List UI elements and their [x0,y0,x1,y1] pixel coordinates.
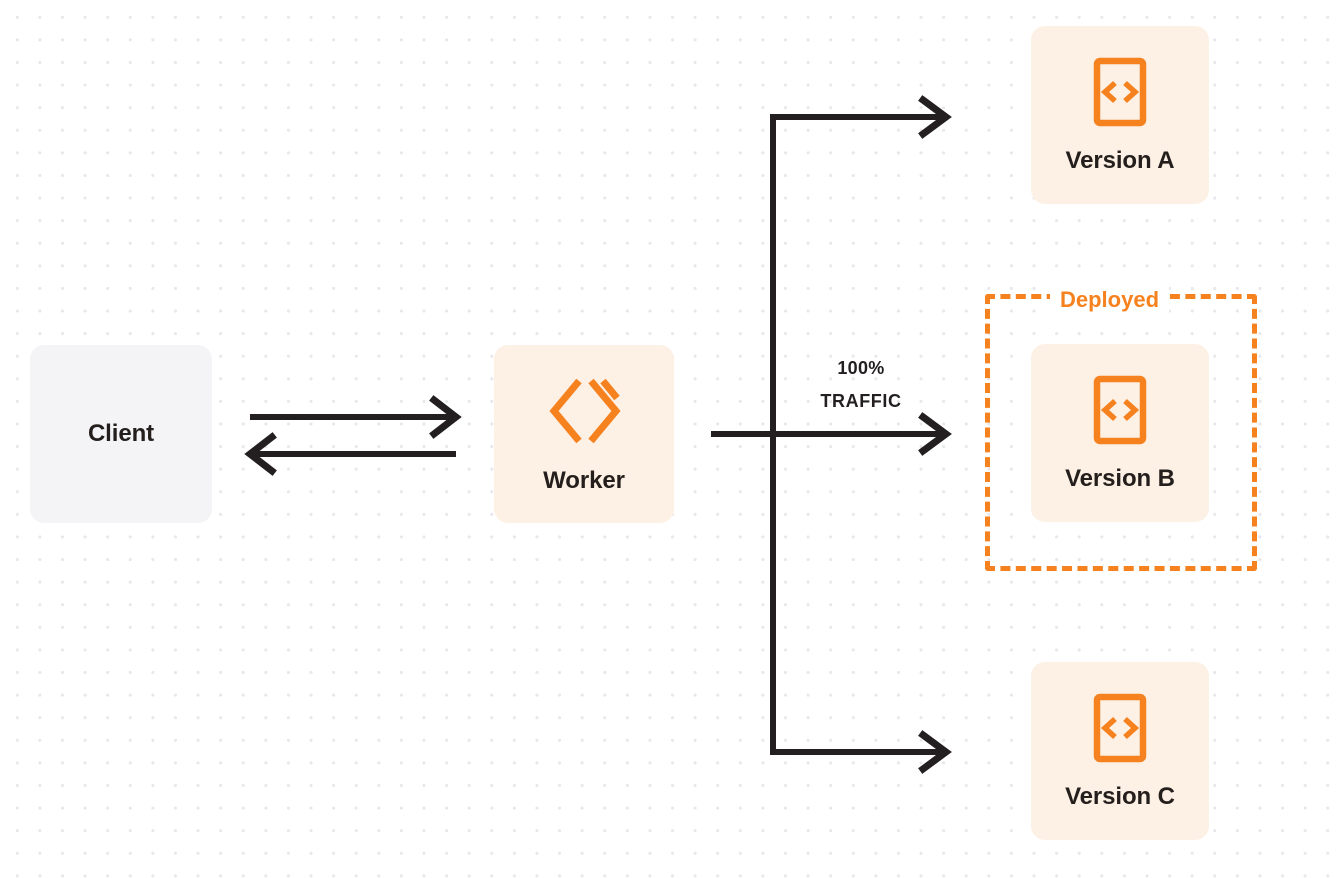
node-client-label: Client [87,420,155,447]
node-version-a-label: Version A [1065,147,1175,174]
node-worker[interactable]: Worker [494,345,674,523]
node-client[interactable]: Client [30,345,212,523]
traffic-annotation: 100% TRAFFIC [796,352,926,418]
edge-client-to-worker [250,395,462,439]
node-version-c[interactable]: Version C [1031,662,1209,840]
edge-worker-to-version-c [770,730,952,774]
code-file-icon [1093,375,1147,445]
node-worker-label: Worker [543,467,625,494]
node-version-b-label: Version B [1065,465,1175,492]
node-version-b[interactable]: Version B [1031,344,1209,522]
traffic-percent: 100% [837,358,885,378]
node-version-a[interactable]: Version A [1031,26,1209,204]
code-file-icon [1093,693,1147,763]
edge-worker-to-client [244,432,456,476]
cloudflare-workers-icon [545,375,623,447]
edge-worker-to-version-b [711,412,952,456]
code-file-icon [1093,57,1147,127]
traffic-label-text: TRAFFIC [820,391,902,411]
edge-worker-to-version-a [770,95,952,139]
deployed-group-label: Deployed [1050,286,1170,314]
node-version-c-label: Version C [1065,783,1175,810]
